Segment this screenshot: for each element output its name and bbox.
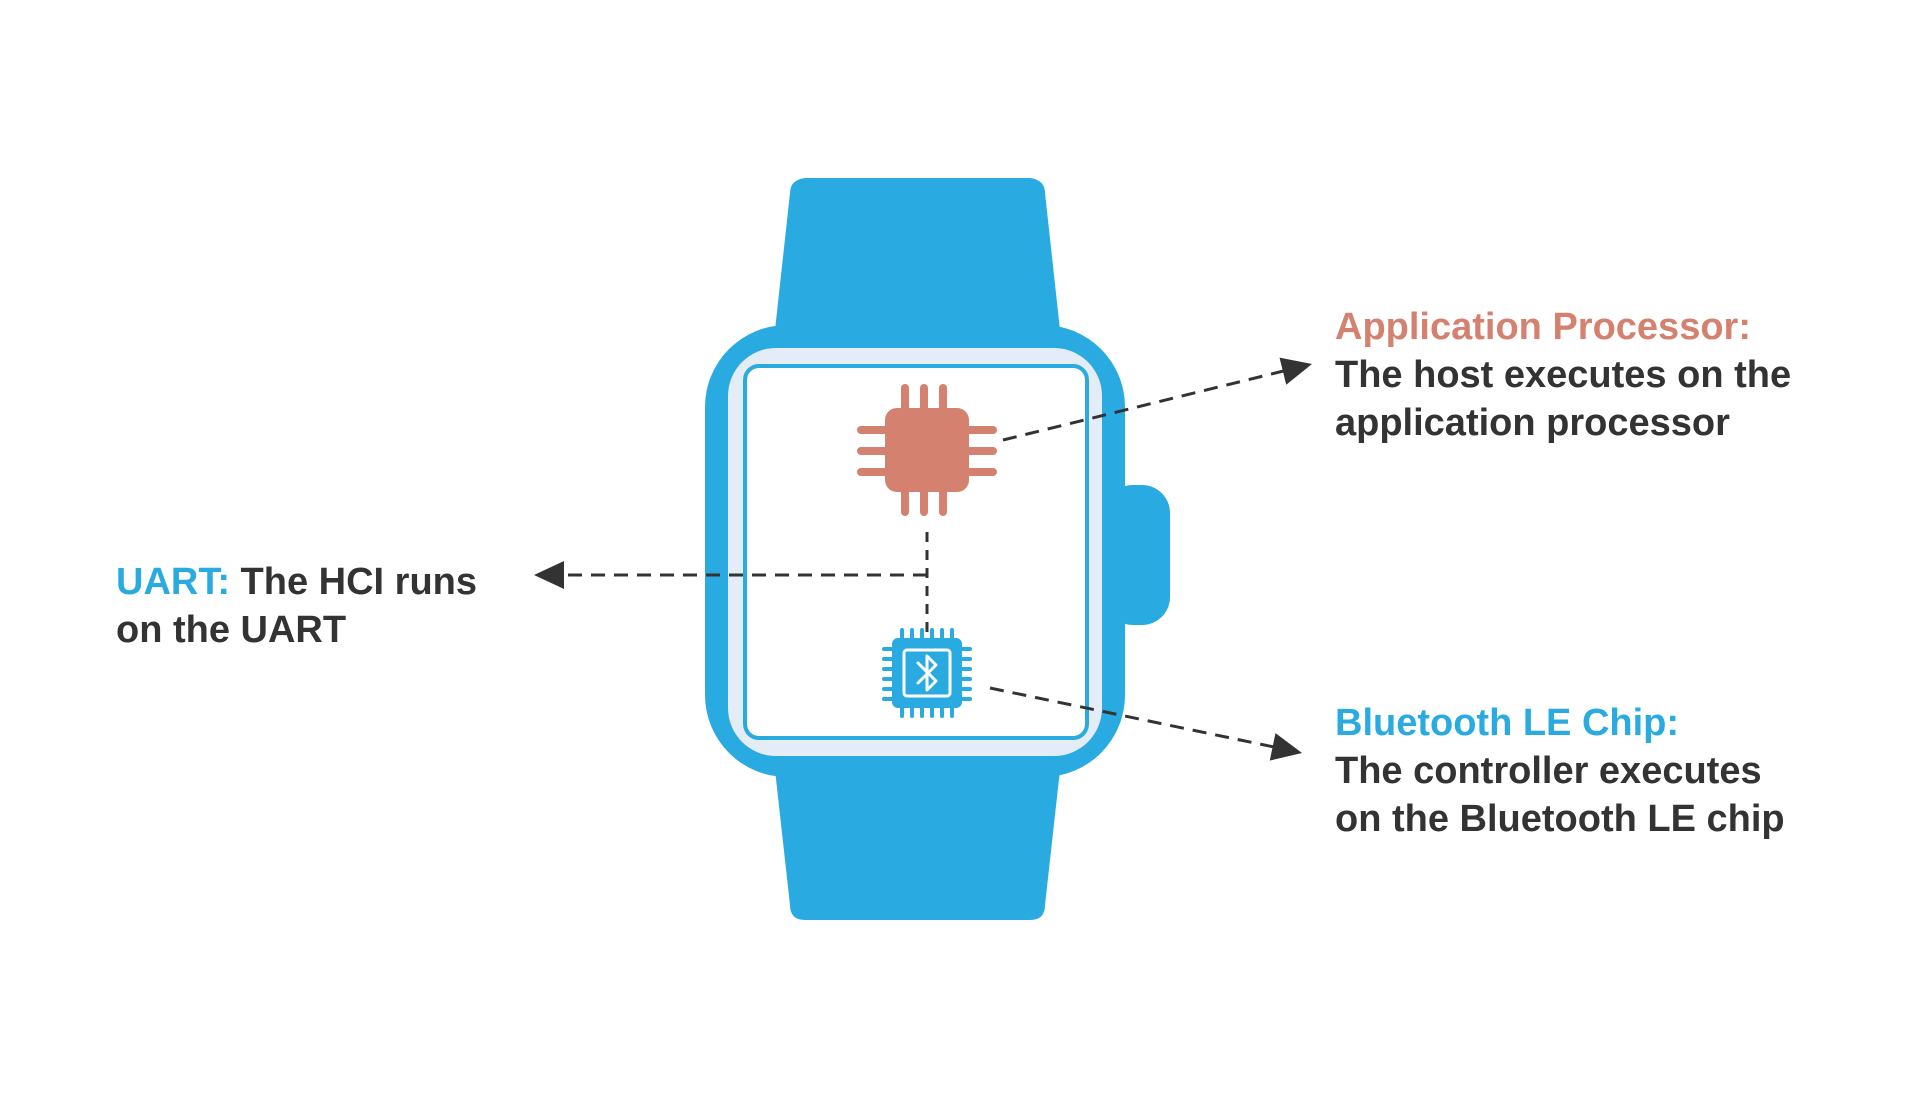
label-application-processor-line1: The host executes on the: [1335, 354, 1792, 396]
cpu-chip-pin-top-3: [939, 384, 947, 414]
label-application-processor-heading: Application Processor:: [1335, 306, 1751, 348]
label-uart-line1: The HCI runs: [240, 561, 478, 603]
arrowhead-uart: [534, 561, 564, 589]
connector-lines: [534, 357, 1312, 761]
bluetooth-icon: [916, 654, 938, 692]
cpu-chip-pin-right-2: [963, 447, 997, 455]
arrowhead-application-processor: [1279, 357, 1312, 385]
watch-strap-bottom: [775, 770, 1060, 920]
cpu-chip-pin-bottom-1: [901, 486, 909, 516]
label-uart: UART: The HCI runs on the UART: [116, 558, 477, 654]
cpu-chip-body: [885, 408, 969, 492]
cpu-chip-icon: [857, 384, 997, 516]
arrowhead-ble-chip: [1269, 733, 1302, 761]
cpu-chip-pin-left-3: [857, 468, 891, 476]
connector-line-ble-chip: [989, 686, 1299, 754]
label-uart-heading: UART:: [116, 561, 230, 603]
cpu-chip-pin-bottom-2: [920, 486, 928, 516]
bluetooth-chip-icon: [882, 628, 972, 718]
label-uart-line2: on the UART: [116, 609, 347, 651]
bluetooth-chip-inner-square: [902, 648, 952, 698]
watch-strap-top: [775, 178, 1060, 330]
cpu-chip-pin-right-1: [963, 426, 997, 434]
cpu-chip-pin-top-2: [920, 384, 928, 414]
label-uart-first-line: UART: The HCI runs: [116, 558, 477, 606]
connector-line-application-processor: [1002, 363, 1309, 442]
cpu-chip-pin-left-1: [857, 426, 891, 434]
label-ble-chip: Bluetooth LE Chip: The controller execut…: [1335, 699, 1785, 843]
watch-screen: [743, 364, 1089, 740]
label-application-processor-line2: application processor: [1335, 402, 1730, 444]
label-ble-chip-line1: The controller executes: [1335, 750, 1762, 792]
cpu-chip-pin-left-2: [857, 447, 891, 455]
cpu-chip-pins: [857, 384, 997, 516]
cpu-chip-pin-top-1: [901, 384, 909, 414]
label-application-processor: Application Processor: The host executes…: [1335, 303, 1791, 447]
label-ble-chip-line2: on the Bluetooth LE chip: [1335, 798, 1785, 840]
label-ble-chip-heading: Bluetooth LE Chip:: [1335, 702, 1680, 744]
cpu-chip-pin-bottom-3: [939, 486, 947, 516]
cpu-chip-pin-right-3: [963, 468, 997, 476]
